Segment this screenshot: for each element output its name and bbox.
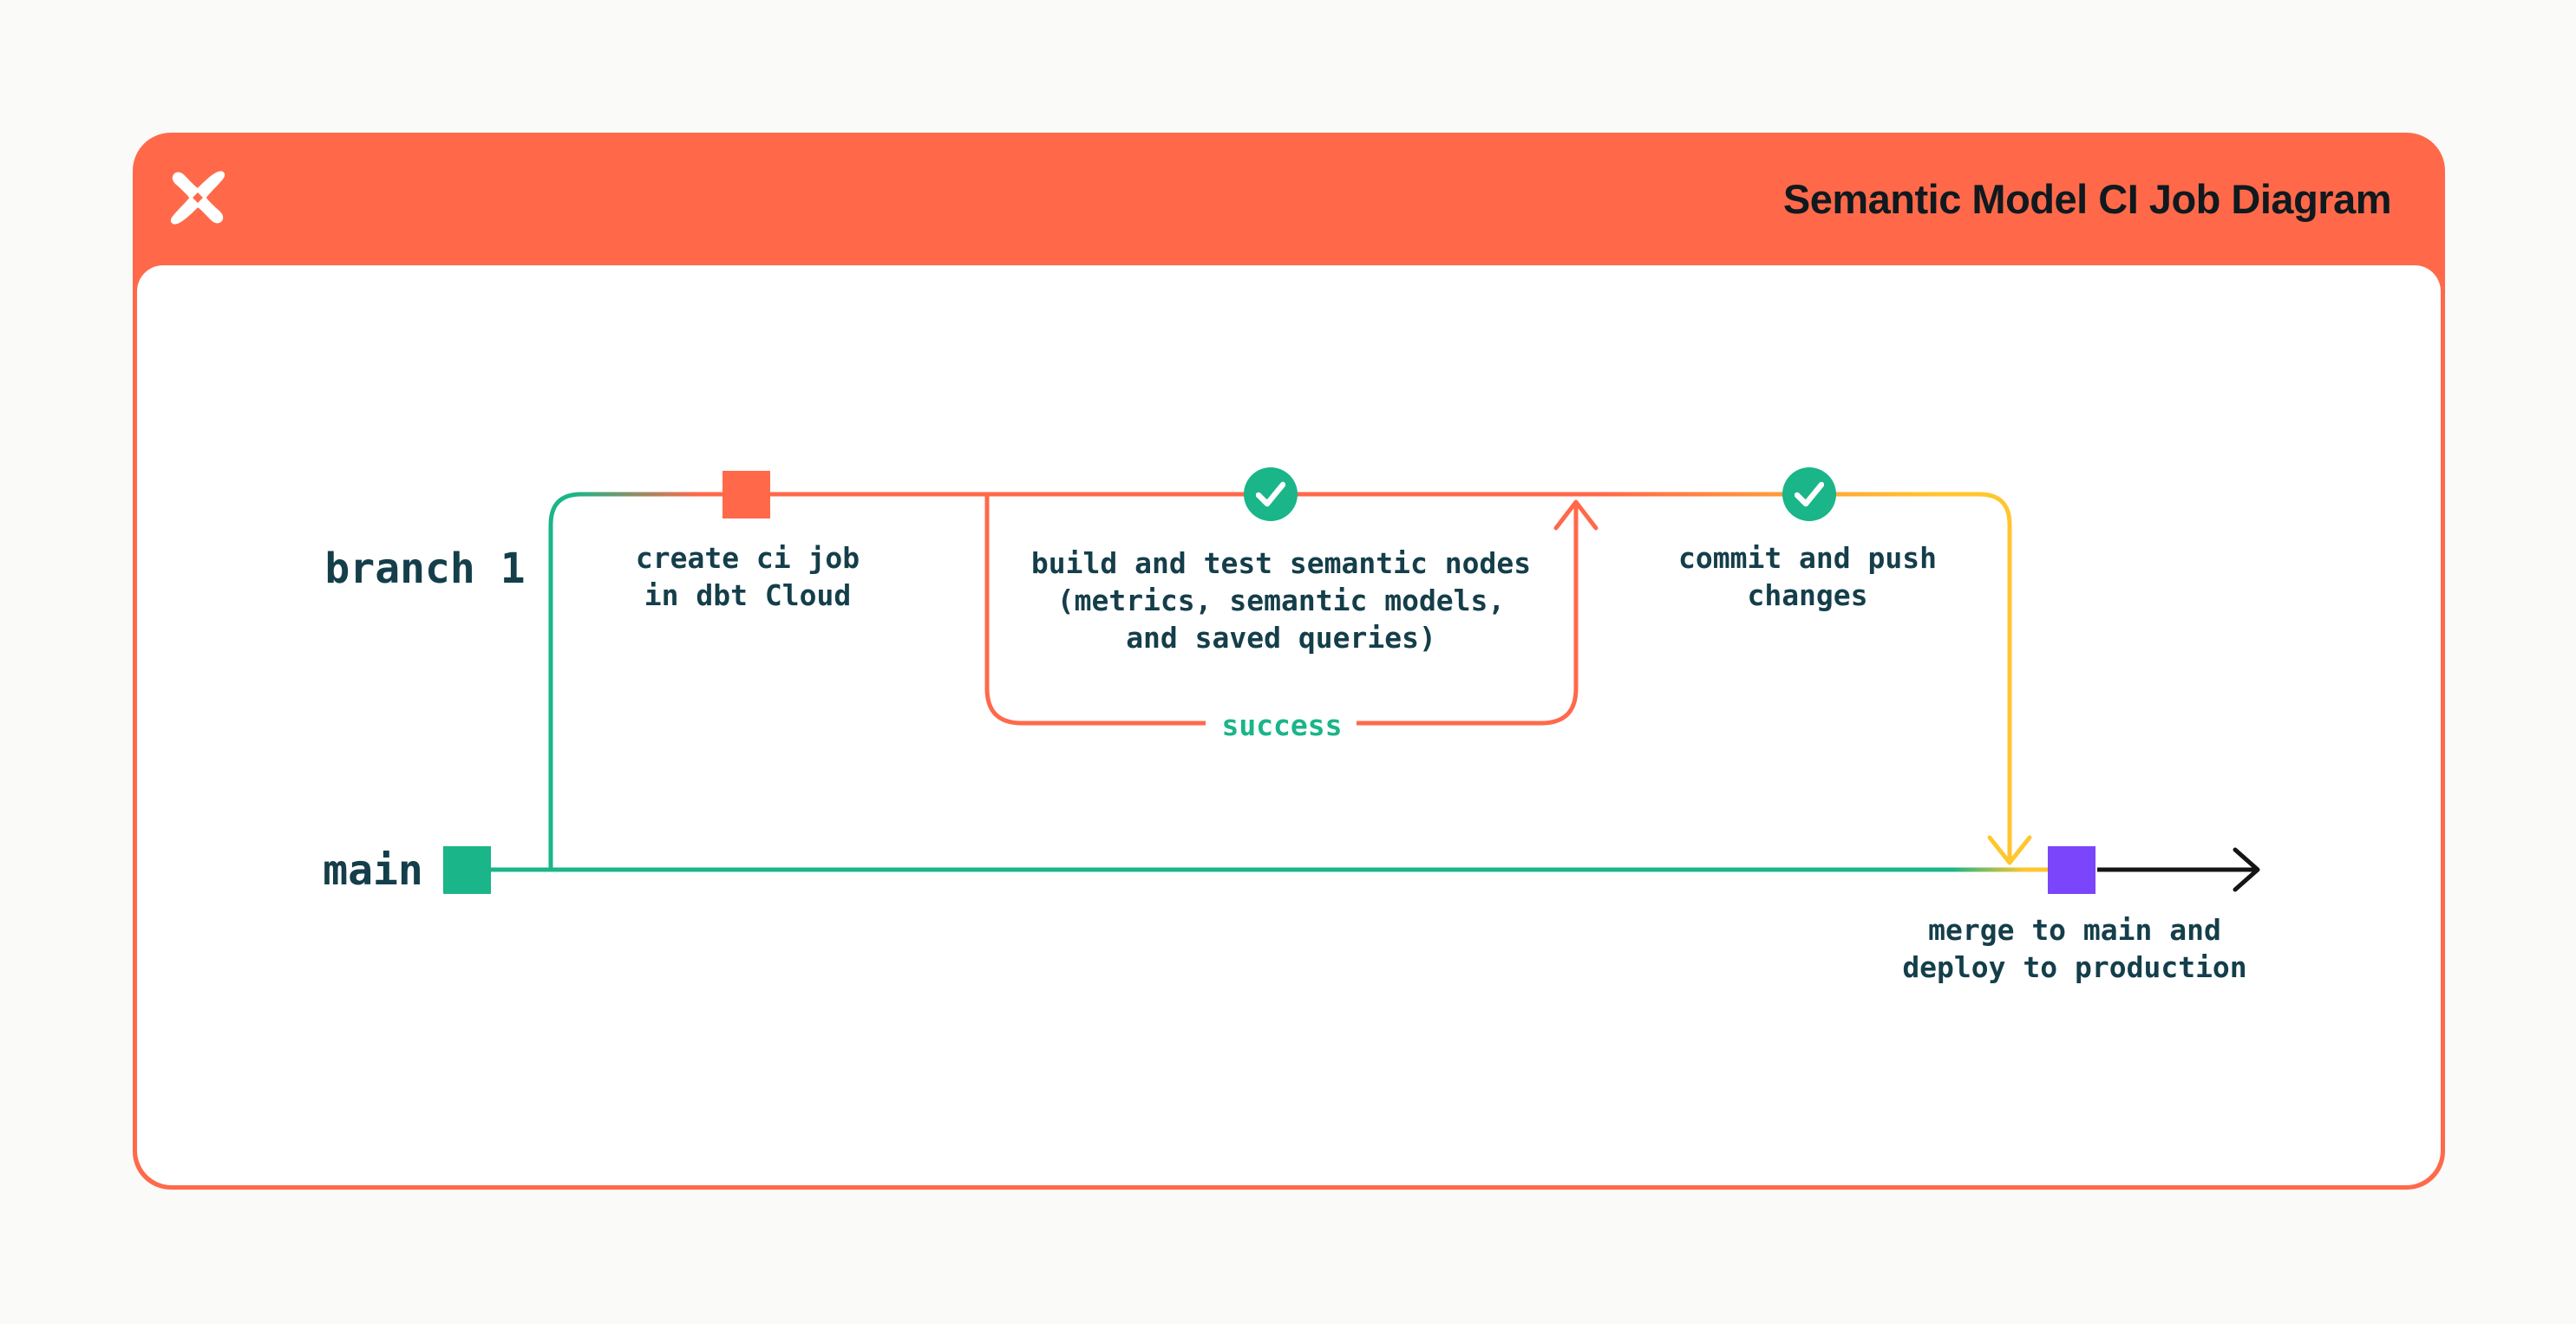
success-loop-right	[1357, 503, 1579, 726]
arrow-right-icon	[2233, 847, 2260, 892]
check-icon-commit	[1782, 467, 1836, 521]
node-label-line: (metrics, semantic models,	[1056, 584, 1506, 617]
page-title: Semantic Model CI Job Diagram	[1782, 176, 2392, 222]
arrow-up-icon	[1553, 499, 1599, 531]
card-body	[137, 265, 2441, 1185]
success-loop-left	[984, 496, 1206, 726]
node-label-line: deploy to production	[1902, 950, 2247, 984]
node-label-line: commit and push	[1677, 541, 1937, 575]
branch-1-label: branch 1	[324, 545, 526, 593]
commit-node-merge	[2048, 846, 2095, 894]
dbt-logo-icon	[170, 171, 226, 225]
node-label-line: in dbt Cloud	[644, 578, 852, 612]
node-label-line: changes	[1747, 578, 1868, 612]
node-label-commit-push: commit and push changes	[1608, 539, 2007, 614]
node-label-line: build and test semantic nodes	[1030, 546, 1532, 580]
commit-node-create-ci	[722, 471, 770, 519]
node-label-create-ci: create ci job in dbt Cloud	[548, 539, 947, 614]
main-label: main	[323, 846, 423, 895]
node-label-line: create ci job	[635, 541, 860, 575]
diagram-card: Semantic Model CI Job Diagram	[133, 133, 2445, 1190]
node-label-line: and saved queries)	[1126, 621, 1436, 655]
arrow-down-icon	[1987, 835, 2032, 865]
check-icon-build	[1244, 467, 1298, 521]
commit-node-main-start	[443, 846, 491, 894]
node-label-line: merge to main and	[1928, 913, 2221, 947]
node-label-build-test: build and test semantic nodes (metrics, …	[995, 545, 1567, 656]
success-label: success	[1221, 708, 1343, 742]
node-label-merge-deploy: merge to main and deploy to production	[1875, 911, 2274, 986]
